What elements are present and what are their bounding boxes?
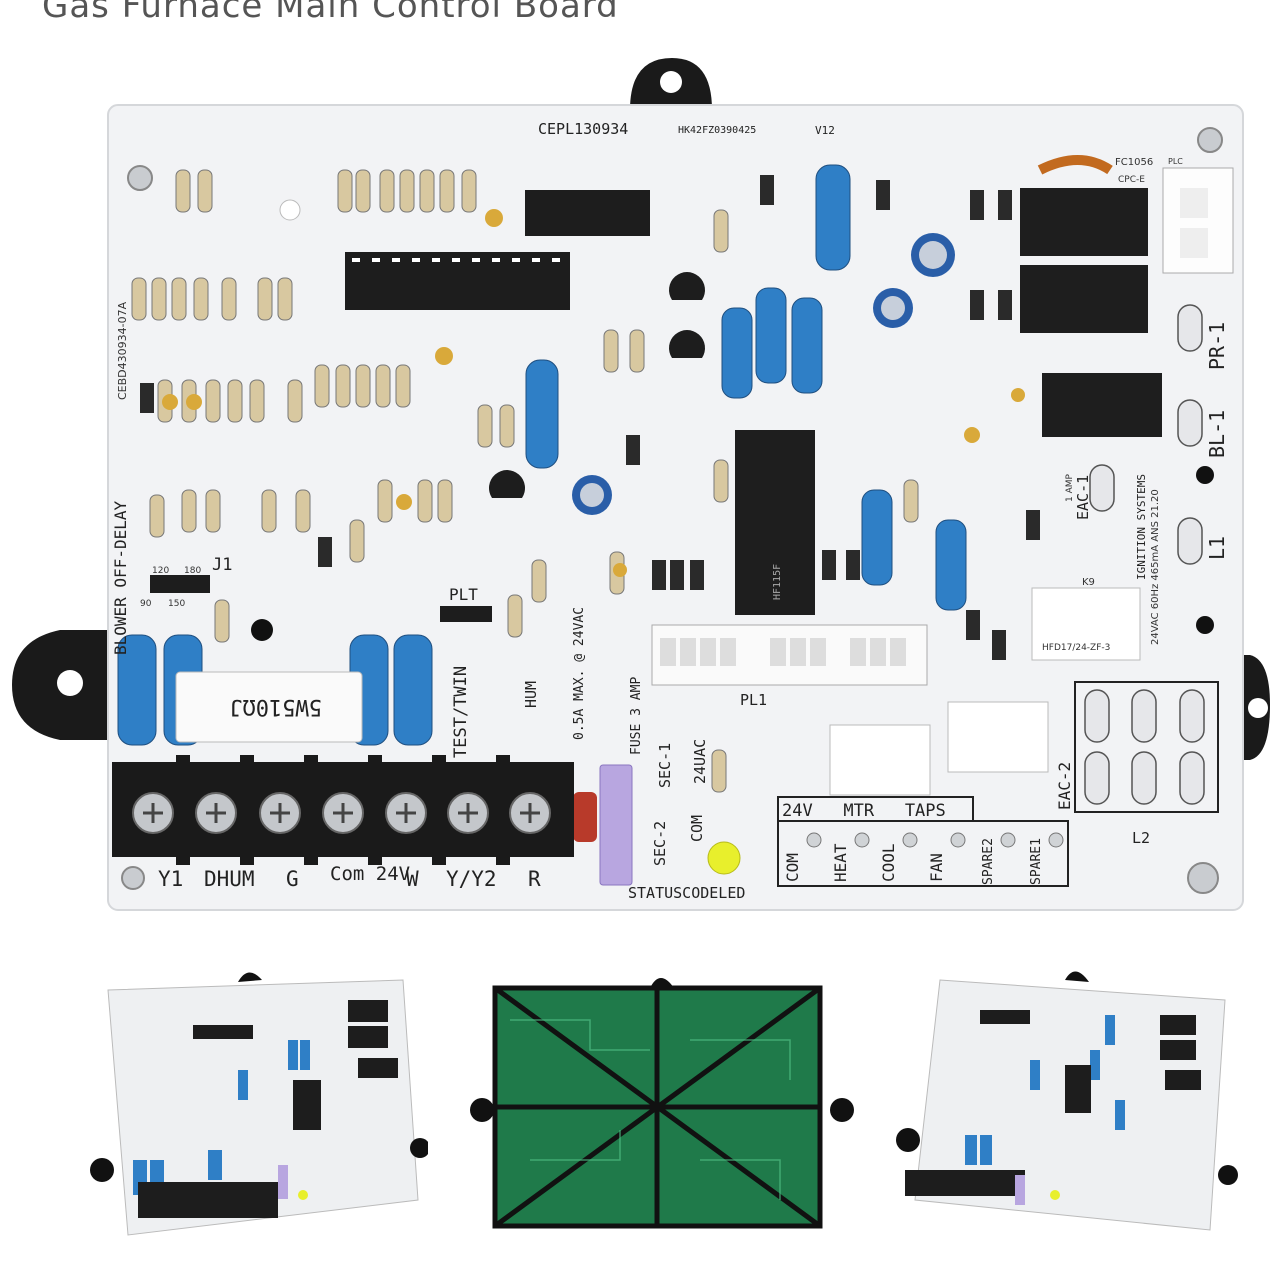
test-twin-label: TEST/TWIN xyxy=(451,666,471,758)
tap-com: COM xyxy=(783,853,802,882)
pl1-label: PL1 xyxy=(740,691,767,709)
svg-text:K9: K9 xyxy=(1082,577,1095,588)
tap-spare1: SPARE1 xyxy=(1029,838,1044,885)
hum-rating-label: 0.5A MAX. @ 24VAC xyxy=(572,607,587,740)
terminal-block xyxy=(112,755,574,865)
mounting-ear-top xyxy=(630,58,712,110)
jumper-j1-label: J1 xyxy=(212,555,232,575)
tap-heat: HEAT xyxy=(831,843,850,882)
terminal-r: R xyxy=(528,867,541,891)
status-led xyxy=(707,841,741,875)
status-led-label: STATUSCODELED xyxy=(628,884,745,902)
thumbnail-back[interactable] xyxy=(470,960,855,1250)
terminal-com-24v: Com 24V xyxy=(330,863,410,885)
control-board-image: CEPL130934 HK42FZ0390425 V12 CEBD430934-… xyxy=(12,58,1270,911)
terminal-y-y2: Y/Y2 xyxy=(446,867,497,891)
sec2-label: SEC-2 xyxy=(651,821,669,866)
svg-text:1 AMP: 1 AMP xyxy=(1065,473,1075,502)
terminal-y1: Y1 xyxy=(158,867,183,891)
pr1-label: PR-1 xyxy=(1205,322,1229,370)
sec1-label: SEC-1 xyxy=(656,743,674,788)
com-label: COM xyxy=(688,815,706,842)
blower-off-delay-label: BLOWER OFF-DELAY xyxy=(111,501,130,655)
svg-text:180: 180 xyxy=(184,566,201,576)
svg-text:90: 90 xyxy=(140,599,152,609)
tap-fan: FAN xyxy=(927,853,946,882)
svg-text:5W510ΩJ: 5W510ΩJ xyxy=(229,694,322,719)
eac2-label: EAC-2 xyxy=(1055,762,1074,810)
svg-text:24VAC 60Hz 465mA ANS 21.20: 24VAC 60Hz 465mA ANS 21.20 xyxy=(1150,489,1161,645)
hum-label: HUM xyxy=(522,681,540,708)
svg-text:HF115F: HF115F xyxy=(772,564,783,600)
terminal-g: G xyxy=(286,867,299,891)
thumbnail-front-right[interactable] xyxy=(890,960,1240,1250)
svg-text:120: 120 xyxy=(152,566,169,576)
plt-label: PLT xyxy=(449,585,478,604)
tap-spare2: SPARE2 xyxy=(981,838,996,885)
vac24-label: 24UAC xyxy=(691,739,709,784)
svg-text:FC1056: FC1056 xyxy=(1115,157,1153,168)
ignition-label: IGNITION SYSTEMS xyxy=(1135,474,1148,580)
bl1-label: BL-1 xyxy=(1205,410,1229,458)
terminal-w: W xyxy=(406,867,419,891)
thumbnail-front-left[interactable] xyxy=(88,960,428,1250)
page-title: Gas Furnace Main Control Board xyxy=(42,0,619,26)
eac1-label: EAC-1 xyxy=(1074,475,1092,520)
l1-label: L1 xyxy=(1205,536,1229,560)
serial-text: HK42FZ0390425 xyxy=(678,125,756,136)
svg-text:CPC-E: CPC-E xyxy=(1118,175,1145,185)
l2-label: L2 xyxy=(1132,829,1150,847)
rev-text: V12 xyxy=(815,124,835,137)
part-number-text: CEPL130934 xyxy=(538,120,628,138)
relay-k9: HFD17/24-ZF-3 K9 xyxy=(1031,577,1141,661)
mtr-taps-label: 24V MTR TAPS xyxy=(782,801,946,821)
side-code-text: CEBD430934-07A xyxy=(116,301,129,400)
tap-cool: COOL xyxy=(879,843,898,882)
svg-text:PLC: PLC xyxy=(1168,157,1183,166)
svg-text:HFD17/24-ZF-3: HFD17/24-ZF-3 xyxy=(1042,643,1110,653)
svg-text:150: 150 xyxy=(168,599,185,609)
power-resistor-block: 5W510ΩJ xyxy=(175,671,363,743)
terminal-dhum: DHUM xyxy=(204,867,255,891)
fuse-label: FUSE 3 AMP xyxy=(629,677,644,755)
mounting-ear-left xyxy=(12,630,120,740)
